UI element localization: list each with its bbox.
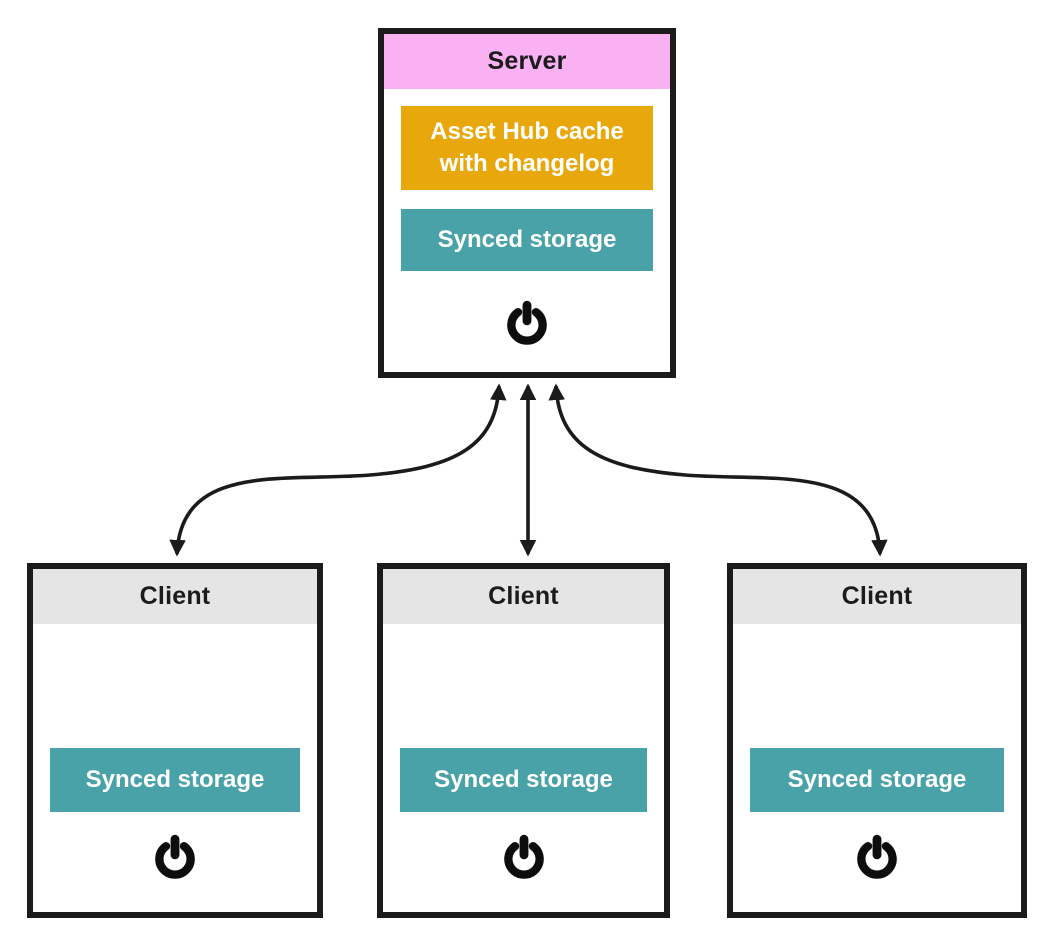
client-2-power-icon	[499, 834, 549, 884]
client-1-synced-storage-box: Synced storage	[50, 748, 300, 812]
client-3-power-icon	[852, 834, 902, 884]
arrow-server-client-right	[548, 383, 888, 557]
client-1-synced-storage-label: Synced storage	[85, 765, 265, 793]
client-3-title: Client	[841, 582, 913, 610]
client-node-2: Client Synced storage	[377, 563, 670, 918]
server-title: Server	[487, 47, 567, 75]
client-1-power-icon	[150, 834, 200, 884]
client-node-1: Client Synced storage	[27, 563, 323, 918]
client-2-title: Client	[488, 582, 559, 610]
client-3-synced-storage-box: Synced storage	[750, 748, 1004, 812]
client-1-header: Client	[33, 569, 317, 624]
power-icon	[503, 834, 544, 879]
power-icon	[507, 300, 547, 345]
asset-hub-cache-box: Asset Hub cache with changelog	[401, 106, 653, 190]
server-header: Server	[384, 34, 670, 89]
client-2-synced-storage-box: Synced storage	[400, 748, 647, 812]
server-synced-storage-box: Synced storage	[401, 209, 653, 271]
server-node: Server Asset Hub cache with changelog Sy…	[378, 28, 676, 378]
power-icon	[857, 834, 897, 879]
client-3-synced-storage-label: Synced storage	[787, 765, 967, 793]
asset-hub-cache-label: Asset Hub cache with changelog	[430, 117, 624, 177]
client-1-title: Client	[139, 582, 211, 610]
client-3-header: Client	[733, 569, 1021, 624]
client-2-synced-storage-label: Synced storage	[434, 765, 613, 793]
server-synced-storage-label: Synced storage	[437, 225, 617, 253]
client-2-header: Client	[383, 569, 664, 624]
power-icon	[155, 834, 195, 879]
client-node-3: Client Synced storage	[727, 563, 1027, 918]
arrow-server-client-left	[169, 383, 507, 557]
server-power-icon	[502, 300, 552, 350]
